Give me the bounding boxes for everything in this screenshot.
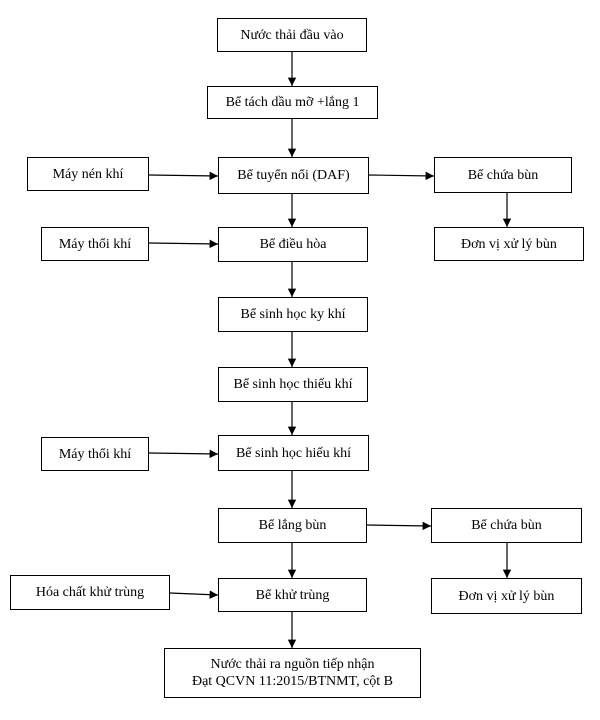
node-disinfection-chem: Hóa chất khử trùng <box>10 575 170 610</box>
node-label: Nước thải đầu vào <box>240 27 344 43</box>
node-sludge-unit-1: Đơn vị xử lý bùn <box>434 227 584 261</box>
node-anoxic: Bể sinh học thiếu khí <box>218 367 368 402</box>
node-label: Máy nén khí <box>52 166 124 182</box>
node-effluent: Nước thải ra nguồn tiếp nhận Đạt QCVN 11… <box>164 648 421 698</box>
arrow-daf-to-sludge-tank-1 <box>368 171 435 181</box>
node-label: Bể tuyển nổi (DAF) <box>237 168 350 183</box>
arrow-blower-2-to-aerobic <box>148 449 219 459</box>
node-disinfection: Bể khử trùng <box>218 578 367 612</box>
node-label: Bể chứa bùn <box>467 167 539 183</box>
node-label: Bể sinh học hiếu khí <box>235 445 352 461</box>
node-label: Bể chứa bùn <box>471 518 542 533</box>
arrow-compressor-to-daf <box>148 171 219 181</box>
node-grease-settling: Bể tách dầu mỡ +lắng 1 <box>207 86 378 119</box>
node-label: Hóa chất khử trùng <box>35 585 145 600</box>
node-aerobic: Bể sinh học hiếu khí <box>218 435 369 471</box>
node-label: Máy thổi khí <box>58 236 132 252</box>
node-anaerobic: Bể sinh học ky khí <box>218 297 368 332</box>
node-blower-2: Máy thổi khí <box>41 437 149 471</box>
node-daf: Bể tuyển nổi (DAF) <box>218 157 369 194</box>
arrow-chem-to-disinfection <box>169 590 219 599</box>
node-sludge-tank-2: Bể chứa bùn <box>431 508 582 543</box>
node-blower-1: Máy thổi khí <box>41 227 149 261</box>
node-label-line-2: Đạt QCVN 11:2015/BTNMT, cột B <box>191 674 394 689</box>
node-sludge-tank-1: Bể chứa bùn <box>434 157 572 193</box>
node-compressor: Máy nén khí <box>27 157 149 191</box>
node-equalization: Bể điều hòa <box>218 227 368 262</box>
node-label: Đơn vị xử lý bùn <box>461 236 557 252</box>
node-label: Máy thổi khí <box>58 446 132 462</box>
node-label: Bể sinh học thiếu khí <box>233 377 353 392</box>
node-label: Bể điều hòa <box>259 237 327 252</box>
arrow-settling-to-sludge-tank-2 <box>366 521 432 531</box>
arrow-blower-1-to-equalization <box>148 239 219 249</box>
node-label: Bể tách dầu mỡ +lắng 1 <box>225 95 360 110</box>
node-label-line-1: Nước thải ra nguồn tiếp nhận <box>210 657 375 672</box>
node-label: Bể sinh học ky khí <box>240 307 346 322</box>
node-label: Đơn vị xử lý bùn <box>458 588 555 604</box>
node-sludge-unit-2: Đơn vị xử lý bùn <box>431 578 582 614</box>
node-label: Bể khử trùng <box>255 587 330 603</box>
node-influent: Nước thải đầu vào <box>217 18 367 52</box>
node-label: Bể lắng bùn <box>258 518 327 533</box>
node-settling: Bể lắng bùn <box>218 508 367 543</box>
